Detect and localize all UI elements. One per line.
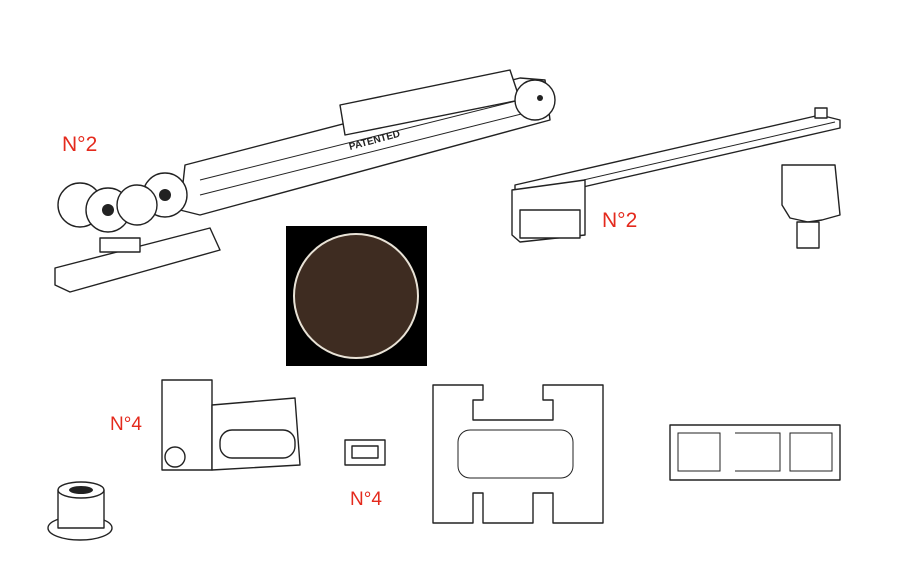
door-arm: [511, 107, 841, 249]
track-profile: [432, 384, 604, 524]
clip-profile: [344, 439, 386, 466]
bushing: [47, 481, 113, 541]
stopper: [161, 379, 301, 471]
finish-color-swatch: [286, 226, 427, 366]
finish-color-circle: [293, 233, 419, 359]
clip-quantity-label: N°4: [350, 489, 382, 510]
stopper-quantity-label: N°4: [110, 414, 142, 435]
soft-close-trolley: PATENTED: [54, 69, 556, 293]
trolley-quantity-label: N°2: [62, 133, 98, 156]
joint-profile: [669, 424, 841, 481]
arm-quantity-label: N°2: [602, 209, 638, 232]
